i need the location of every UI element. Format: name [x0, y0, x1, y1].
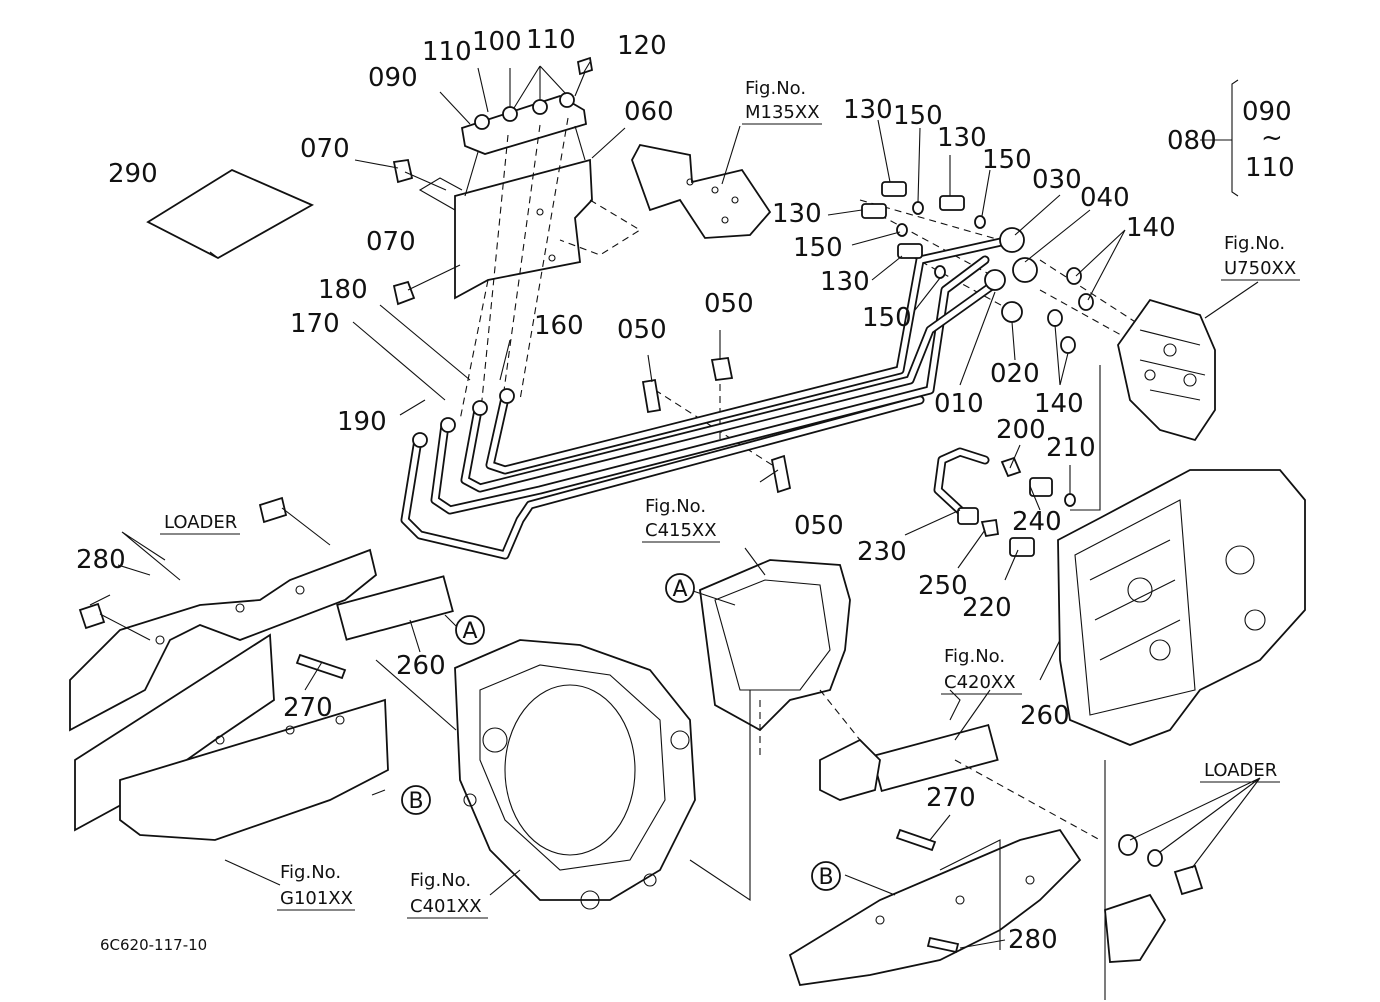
callout-260a: 260: [396, 651, 446, 681]
fig-ref-c415-head: Fig.No.: [645, 496, 706, 517]
callout-200: 200: [996, 415, 1046, 445]
callout-040: 040: [1080, 183, 1130, 213]
fig-ref-m135-code: M135XX: [745, 102, 820, 123]
callout-130b: 130: [937, 123, 987, 153]
assembly-lines: [375, 365, 1106, 1000]
callout-110b: 110: [526, 25, 576, 55]
callout-130d: 130: [820, 267, 870, 297]
callout-250: 250: [918, 571, 968, 601]
center-frame: [699, 559, 881, 801]
fig-ref-g101-code: G101XX: [280, 888, 353, 909]
elbow-pipe: [933, 447, 1076, 557]
loader-labels: LOADER LOADER: [160, 512, 1280, 783]
loader-label-right: LOADER: [1204, 760, 1277, 781]
callout-210: 210: [1046, 433, 1096, 463]
callout-070a: 070: [300, 134, 350, 164]
callout-070b: 070: [366, 227, 416, 257]
callout-150a: 150: [893, 101, 943, 131]
callout-050a: 050: [617, 315, 667, 345]
callout-190: 190: [337, 407, 387, 437]
callout-180: 180: [318, 275, 368, 305]
callout-230: 230: [857, 537, 907, 567]
ref-a-left: A: [462, 619, 477, 644]
callout-260b: 260: [1020, 701, 1070, 731]
callout-numbers: 110 100 110 120 090 060 070 290 070 180 …: [76, 25, 1176, 955]
callout-240: 240: [1012, 507, 1062, 537]
callout-140a: 140: [1126, 213, 1176, 243]
callout-280a: 280: [76, 545, 126, 575]
callout-150d: 150: [862, 303, 912, 333]
circle-references: A A B B: [401, 573, 841, 891]
callout-160: 160: [534, 311, 584, 341]
callout-030: 030: [1032, 165, 1082, 195]
callout-060: 060: [624, 97, 674, 127]
ref-b-left: B: [408, 789, 423, 814]
valve-bracket: [392, 56, 594, 306]
range-label: 080 090 ~ 110: [1167, 97, 1295, 183]
callout-130a: 130: [843, 95, 893, 125]
callout-130c: 130: [772, 199, 822, 229]
hydraulic-pipes: [400, 227, 1038, 560]
clutch-housing: [454, 639, 696, 910]
callout-170: 170: [290, 309, 340, 339]
instruction-sheet: [146, 168, 315, 260]
left-frame: [69, 496, 389, 841]
fig-ref-c415-code: C415XX: [645, 520, 717, 541]
callout-090: 090: [368, 63, 418, 93]
callout-270b: 270: [926, 783, 976, 813]
ref-b-right: B: [818, 865, 833, 890]
fig-ref-u750-code: U750XX: [1224, 258, 1296, 279]
control-valve: [1117, 298, 1216, 442]
callout-100: 100: [472, 27, 522, 57]
callout-050c: 050: [794, 511, 844, 541]
ref-a-center: A: [672, 577, 687, 602]
range-start: 090: [1242, 97, 1292, 127]
callout-220: 220: [962, 593, 1012, 623]
right-frame: [788, 828, 1204, 986]
callout-020: 020: [990, 359, 1040, 389]
pipe-clamps: [641, 357, 792, 494]
callout-150b: 150: [982, 145, 1032, 175]
spacer-plate-left: [336, 575, 454, 641]
fig-ref-u750-head: Fig.No.: [1224, 233, 1285, 254]
fig-ref-c401-head: Fig.No.: [410, 870, 471, 891]
callout-140b: 140: [1034, 389, 1084, 419]
fig-ref-m135-head: Fig.No.: [745, 78, 806, 99]
callout-010: 010: [934, 389, 984, 419]
transmission-case: [1057, 469, 1306, 746]
fig-ref-c420-head: Fig.No.: [944, 646, 1005, 667]
callout-050b: 050: [704, 289, 754, 319]
callout-270a: 270: [283, 693, 333, 723]
range-end: 110: [1245, 153, 1295, 183]
unions: [861, 181, 1094, 354]
spacer-plate-right: [871, 723, 999, 793]
fig-ref-g101-head: Fig.No.: [280, 862, 341, 883]
callout-280b: 280: [1008, 925, 1058, 955]
callout-leaders: [89, 61, 1261, 949]
mount-plate: [631, 143, 772, 239]
figure-references: Fig.No. M135XX Fig.No. U750XX Fig.No. C4…: [277, 78, 1300, 919]
callout-110a: 110: [422, 37, 472, 67]
range-group: 080: [1167, 126, 1217, 156]
fig-ref-c420-code: C420XX: [944, 672, 1016, 693]
drawing-code: 6C620-117-10: [100, 936, 207, 954]
loader-label-left: LOADER: [164, 512, 237, 533]
callout-120: 120: [617, 31, 667, 61]
callout-290: 290: [108, 159, 158, 189]
fig-ref-c401-code: C401XX: [410, 896, 482, 917]
callout-150c: 150: [793, 233, 843, 263]
range-tilde: ~: [1261, 123, 1283, 153]
